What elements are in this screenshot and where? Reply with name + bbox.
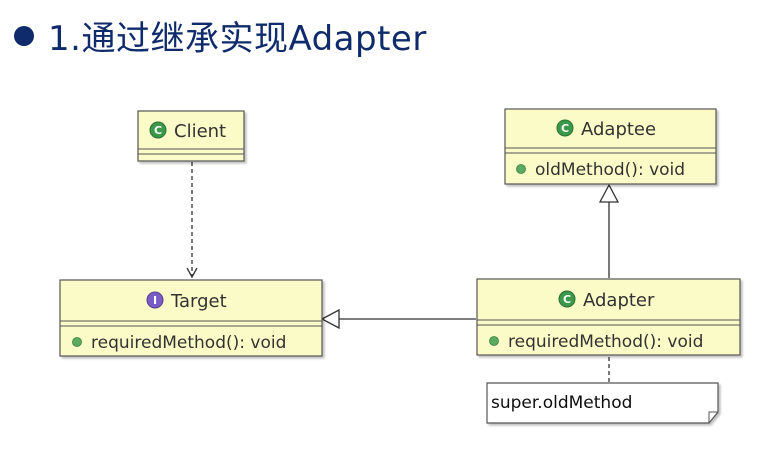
method-target-0: requiredMethod(): void	[91, 333, 286, 353]
dependency-client-target	[186, 162, 198, 279]
method-adaptee-0: oldMethod(): void	[535, 160, 685, 180]
class-icon-letter: C	[563, 293, 571, 306]
class-name-target: Target	[170, 291, 227, 312]
class-name-adapter: Adapter	[583, 290, 655, 311]
class-icon-letter: C	[561, 122, 569, 135]
method-public-icon	[72, 337, 82, 347]
generalization-adapter-adaptee	[598, 183, 620, 278]
class-icon: C	[558, 290, 576, 308]
slide-title: 1.通过继承实现Adapter	[14, 10, 427, 60]
bullet-icon	[14, 26, 34, 46]
note-super-oldmethod[interactable]: super.oldMethod	[486, 382, 719, 424]
class-adapter[interactable]: C Adapter requiredMethod(): void	[476, 278, 741, 356]
class-name-adaptee: Adaptee	[581, 119, 656, 140]
method-public-icon	[516, 164, 526, 174]
note-text: super.oldMethod	[491, 393, 632, 413]
slide-title-text: 1.通过继承实现Adapter	[48, 18, 427, 59]
method-public-icon	[489, 336, 499, 346]
class-client[interactable]: C Client	[137, 110, 245, 162]
class-icon: C	[556, 119, 574, 137]
class-icon: C	[149, 121, 167, 139]
class-name-client: Client	[174, 121, 226, 142]
interface-icon-letter: I	[153, 294, 157, 307]
realization-adapter-target	[320, 308, 476, 330]
class-icon-letter: C	[154, 124, 162, 137]
method-adapter-0: requiredMethod(): void	[508, 332, 703, 352]
class-adaptee[interactable]: C Adaptee oldMethod(): void	[504, 108, 717, 185]
interface-icon: I	[146, 291, 164, 309]
class-target[interactable]: I Target requiredMethod(): void	[59, 279, 323, 357]
